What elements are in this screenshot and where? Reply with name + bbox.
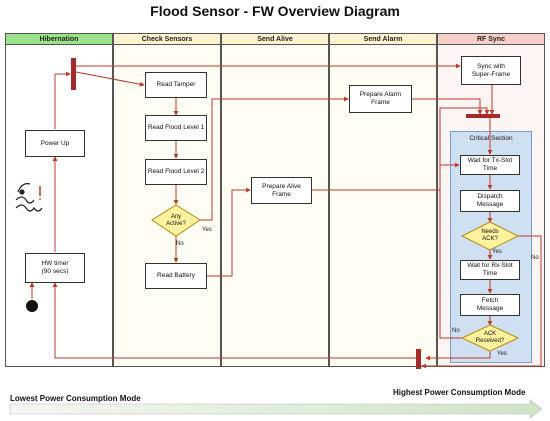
flood-alert-icon [14, 184, 44, 212]
footer-lowest-power: Lowest Power Consumption Mode [10, 394, 141, 403]
critical-section-label: Critical Section [469, 135, 513, 142]
edge-label-ack-no: No [452, 328, 460, 334]
node-wait-tx-slot: Wait for Tx-Slot Time [460, 155, 520, 175]
node-read-flood-level-2: Read Flood Level 2 [145, 159, 207, 185]
node-fetch-message: Fetch Message [460, 294, 520, 316]
node-power-up: Power Up [25, 130, 85, 157]
node-read-battery: Read Battery [145, 263, 207, 289]
edge-label-needs-no: No [531, 255, 539, 261]
start-node-icon [26, 300, 38, 312]
decision-needs-ack: Needs ACK? [481, 229, 499, 242]
diagram-title: Flood Sensor - FW Overview Diagram [150, 3, 400, 19]
lane-hibernation [5, 45, 113, 367]
edge-label-ack-yes: Yes [497, 351, 507, 357]
node-hw-timer: HW timer (90 secs) [25, 253, 85, 283]
edge-label-any-no: No [176, 241, 184, 247]
join-bar-end [416, 349, 421, 369]
edge-label-needs-yes: Yes [492, 249, 502, 255]
node-sync-super-frame: Sync with Super-Frame [461, 56, 521, 85]
lane-check-sensors [113, 45, 221, 367]
node-read-tamper: Read Tamper [145, 72, 207, 98]
lane-header-hibernation: Hibernation [5, 33, 113, 45]
lane-header-send-alarm: Send Alarm [329, 33, 437, 45]
node-prepare-alive-frame: Prepare Alive Frame [251, 177, 312, 204]
lane-header-send-alive: Send Alive [221, 33, 329, 45]
lane-header-rf-sync: RF Sync [437, 33, 545, 45]
footer-highest-power: Highest Power Consumption Mode [393, 388, 526, 397]
decision-any-active: Any Active? [166, 214, 186, 227]
lane-header-check-sensors: Check Sensors [113, 33, 221, 45]
join-bar-sync [466, 114, 500, 118]
fork-bar [71, 58, 76, 90]
decision-ack-received: ACK Received? [475, 331, 505, 344]
edge-label-any-yes: Yes [202, 227, 212, 233]
node-prepare-alarm-frame: Prepare Alarm Frame [349, 85, 412, 113]
node-dispatch-message: Dispatch Message [460, 190, 520, 212]
node-read-flood-level-1: Read Flood Level 1 [145, 115, 207, 141]
node-wait-rx-slot: Wait for Rx-Slot Time [460, 260, 520, 280]
power-gradient-arrow [10, 400, 542, 418]
